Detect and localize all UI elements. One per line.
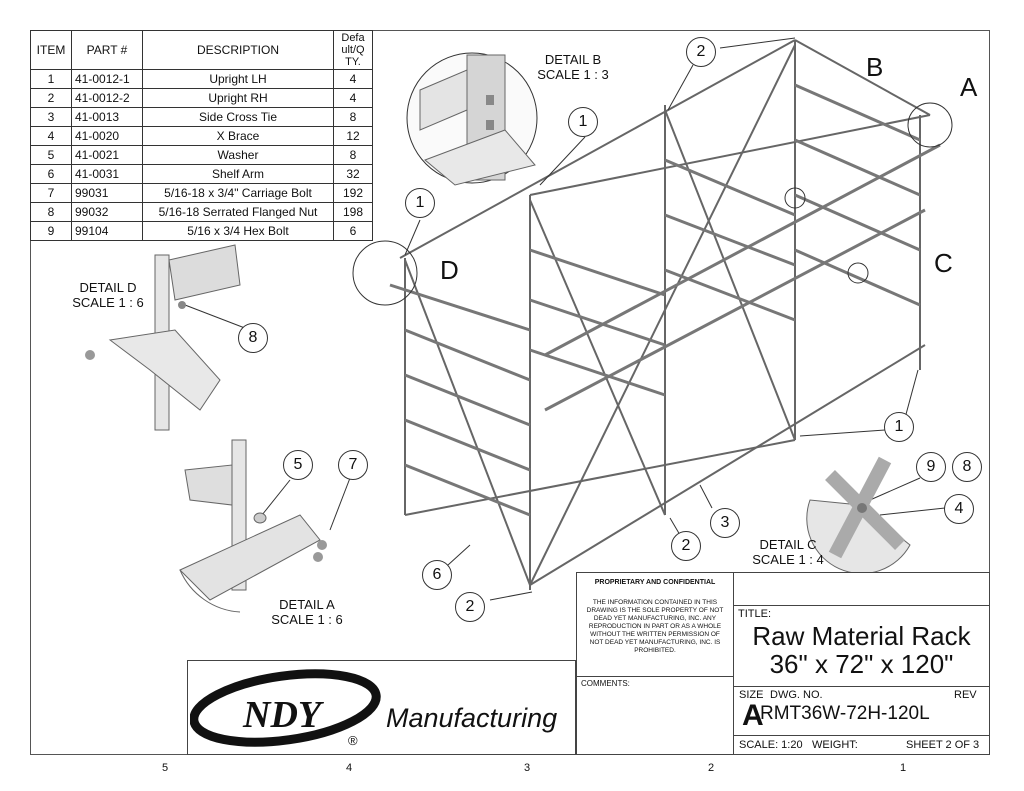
bom-cell-part: 41-0012-2	[71, 88, 143, 108]
bom-cell-description: Shelf Arm	[142, 164, 334, 184]
rev-label: REV	[954, 689, 977, 701]
balloon-item-3: 3	[710, 508, 740, 538]
bom-cell-description: Upright LH	[142, 69, 334, 89]
bom-cell-description: 5/16 x 3/4 Hex Bolt	[142, 221, 334, 241]
bom-cell-description: 5/16-18 x 3/4" Carriage Bolt	[142, 183, 334, 203]
weight-label: WEIGHT:	[812, 739, 858, 751]
title-cell: TITLE: Raw Material Rack 36" x 72" x 120…	[733, 605, 990, 687]
balloon-item-1: 1	[405, 188, 435, 218]
bom-cell-part: 99104	[71, 221, 143, 241]
detail-c-scale: SCALE 1 : 4	[752, 552, 824, 567]
size-label: SIZE	[739, 689, 764, 701]
detail-c-label: DETAIL C SCALE 1 : 4	[748, 537, 828, 567]
detail-d-callout-circle	[352, 240, 418, 306]
logo-wordmark: Manufacturing	[386, 703, 558, 733]
bom-cell-qty: 12	[333, 126, 373, 146]
bom-cell-part: 41-0021	[71, 145, 143, 165]
balloon-item-7: 7	[338, 450, 368, 480]
balloon-item-4: 4	[944, 494, 974, 524]
detail-a-label: DETAIL A SCALE 1 : 6	[262, 597, 352, 627]
bom-cell-part: 41-0013	[71, 107, 143, 127]
drawing-number-cell: SIZE A DWG. NO. RMT36W-72H-120L REV	[733, 686, 990, 736]
bom-cell-qty: 192	[333, 183, 373, 203]
detail-d-view	[85, 244, 241, 431]
logo-panel: NDY ® Manufacturing	[187, 660, 576, 755]
drawing-title-line-1: Raw Material Rack	[752, 621, 971, 651]
proprietary-notice: THE INFORMATION CONTAINED IN THIS DRAWIN…	[586, 599, 724, 654]
detail-letter-b: B	[866, 52, 884, 82]
drawing-title-line-2: 36" x 72" x 120"	[769, 649, 954, 679]
detail-b-name: DETAIL B	[544, 52, 602, 67]
scale-weight-sheet-row: SCALE: 1:20 WEIGHT: SHEET 2 OF 3	[733, 735, 990, 755]
zone-marker: 1	[900, 762, 907, 774]
balloon-item-8: 8	[952, 452, 982, 482]
detail-a-scale: SCALE 1 : 6	[271, 612, 343, 627]
detail-c-view	[806, 456, 911, 575]
dwg-no-label: DWG. NO.	[770, 689, 823, 701]
balloon-item-2: 2	[686, 37, 716, 67]
zone-marker: 3	[524, 762, 531, 774]
zone-marker: 4	[346, 762, 353, 774]
balloon-item-1: 1	[568, 107, 598, 137]
balloon-item-5: 5	[283, 450, 313, 480]
zone-marker: 5	[162, 762, 169, 774]
detail-b-view	[406, 52, 538, 186]
proprietary-panel: PROPRIETARY AND CONFIDENTIAL THE INFORMA…	[576, 572, 734, 677]
detail-a-view	[179, 439, 327, 613]
detail-a-name: DETAIL A	[279, 597, 335, 612]
zone-marker: 2	[708, 762, 715, 774]
detail-b-label: DETAIL B SCALE 1 : 3	[533, 52, 613, 82]
dwg-no-value: RMT36W-72H-120L	[760, 703, 930, 724]
title-block-top-cell	[733, 572, 990, 606]
bom-cell-qty: 198	[333, 202, 373, 222]
detail-c-name: DETAIL C	[759, 537, 817, 552]
registered-mark: ®	[348, 733, 358, 748]
balloon-item-8: 8	[238, 323, 268, 353]
ndy-logo-mark: NDY	[243, 694, 322, 736]
ndy-logo-swoosh	[190, 669, 381, 747]
shelf-arms	[389, 83, 941, 517]
comments-panel: COMMENTS:	[576, 676, 734, 755]
proprietary-heading: PROPRIETARY AND CONFIDENTIAL	[594, 579, 716, 586]
detail-a-callout-circle	[907, 102, 953, 148]
detail-letter-c: C	[934, 248, 953, 278]
balloon-item-9: 9	[916, 452, 946, 482]
bom-header-description: DESCRIPTION	[142, 30, 334, 70]
rack-frame	[399, 39, 931, 590]
detail-c-callout-circle	[847, 262, 869, 284]
scale-value: SCALE: 1:20	[739, 739, 803, 751]
balloon-item-6: 6	[422, 560, 452, 590]
bill-of-materials-table: ITEM PART # DESCRIPTION Defa ult/Q TY. 1…	[30, 30, 373, 241]
comments-label: COMMENTS:	[581, 679, 630, 688]
detail-b-scale: SCALE 1 : 3	[537, 67, 609, 82]
bom-cell-part: 41-0012-1	[71, 69, 143, 89]
bom-cell-description: X Brace	[142, 126, 334, 146]
detail-b-callout-circle	[784, 187, 806, 209]
balloon-item-1: 1	[884, 412, 914, 442]
sheet-number: SHEET 2 OF 3	[906, 739, 980, 751]
title-label: TITLE:	[738, 608, 772, 620]
leader-lines	[184, 37, 946, 601]
bom-cell-qty: 6	[333, 221, 373, 241]
detail-d-label: DETAIL D SCALE 1 : 6	[63, 280, 153, 310]
bom-header-qty: Defa ult/Q TY.	[333, 30, 373, 70]
balloon-item-2: 2	[455, 592, 485, 622]
detail-d-scale: SCALE 1 : 6	[72, 295, 144, 310]
detail-letter-d: D	[440, 255, 459, 285]
detail-d-name: DETAIL D	[79, 280, 137, 295]
size-value: A	[742, 699, 764, 732]
balloon-item-2: 2	[671, 531, 701, 561]
detail-letter-a: A	[960, 72, 978, 102]
